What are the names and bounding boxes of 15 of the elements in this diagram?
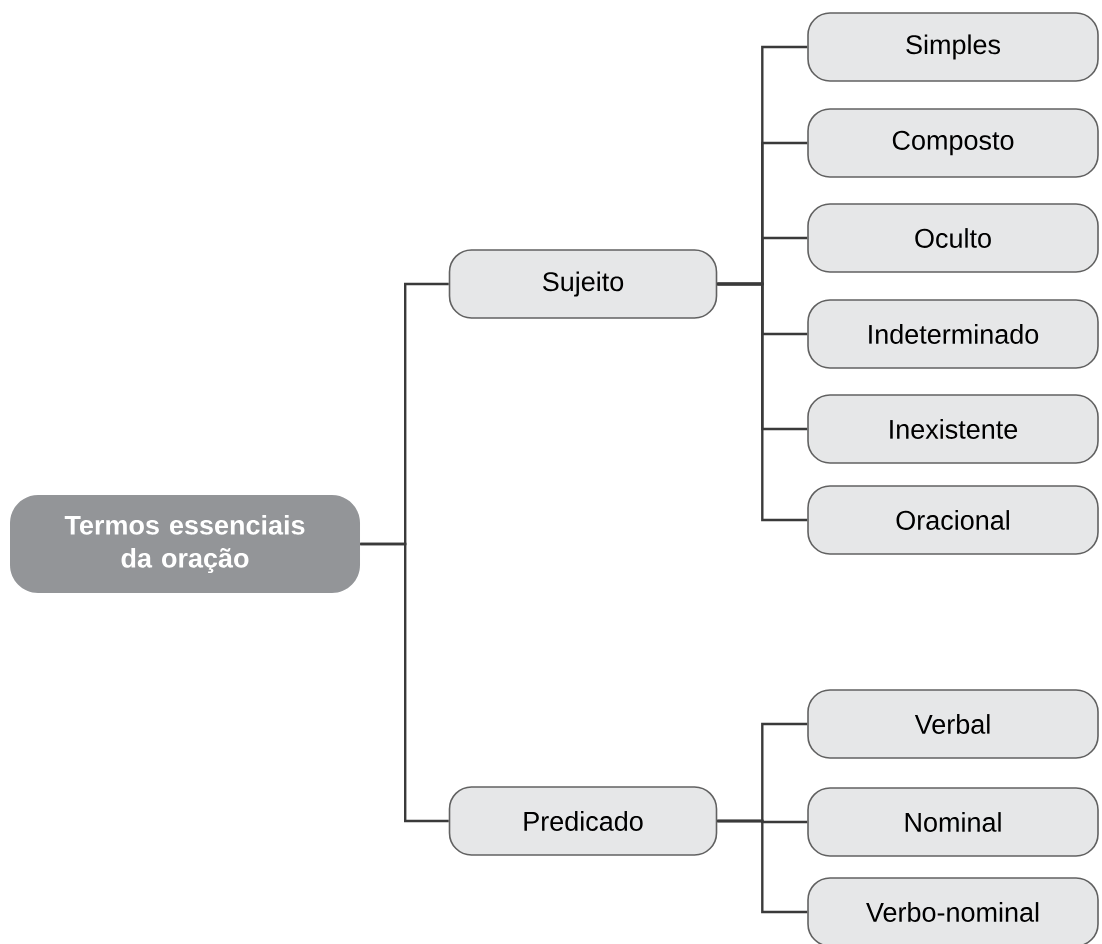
subcategory-box: Verbo-nominal: [807, 877, 1099, 944]
subcategory-box: Oculto: [807, 203, 1099, 273]
connector-line: [360, 542, 449, 823]
subcategory-box: Simples: [807, 12, 1099, 82]
subcategory-box: Verbal: [807, 689, 1099, 759]
category-box: Predicado: [448, 786, 718, 856]
category-box: Sujeito: [448, 249, 718, 319]
connector-line: [717, 819, 808, 914]
subcategory-box: Oracional: [807, 485, 1099, 555]
subcategory-box: Nominal: [807, 787, 1099, 857]
connector-line: [717, 282, 808, 522]
subcategory-box: Inexistente: [807, 394, 1099, 464]
subcategory-box: Indeterminado: [807, 299, 1099, 369]
root-box: Termos essenciais da oração: [10, 495, 360, 593]
subcategory-box: Composto: [807, 108, 1099, 178]
